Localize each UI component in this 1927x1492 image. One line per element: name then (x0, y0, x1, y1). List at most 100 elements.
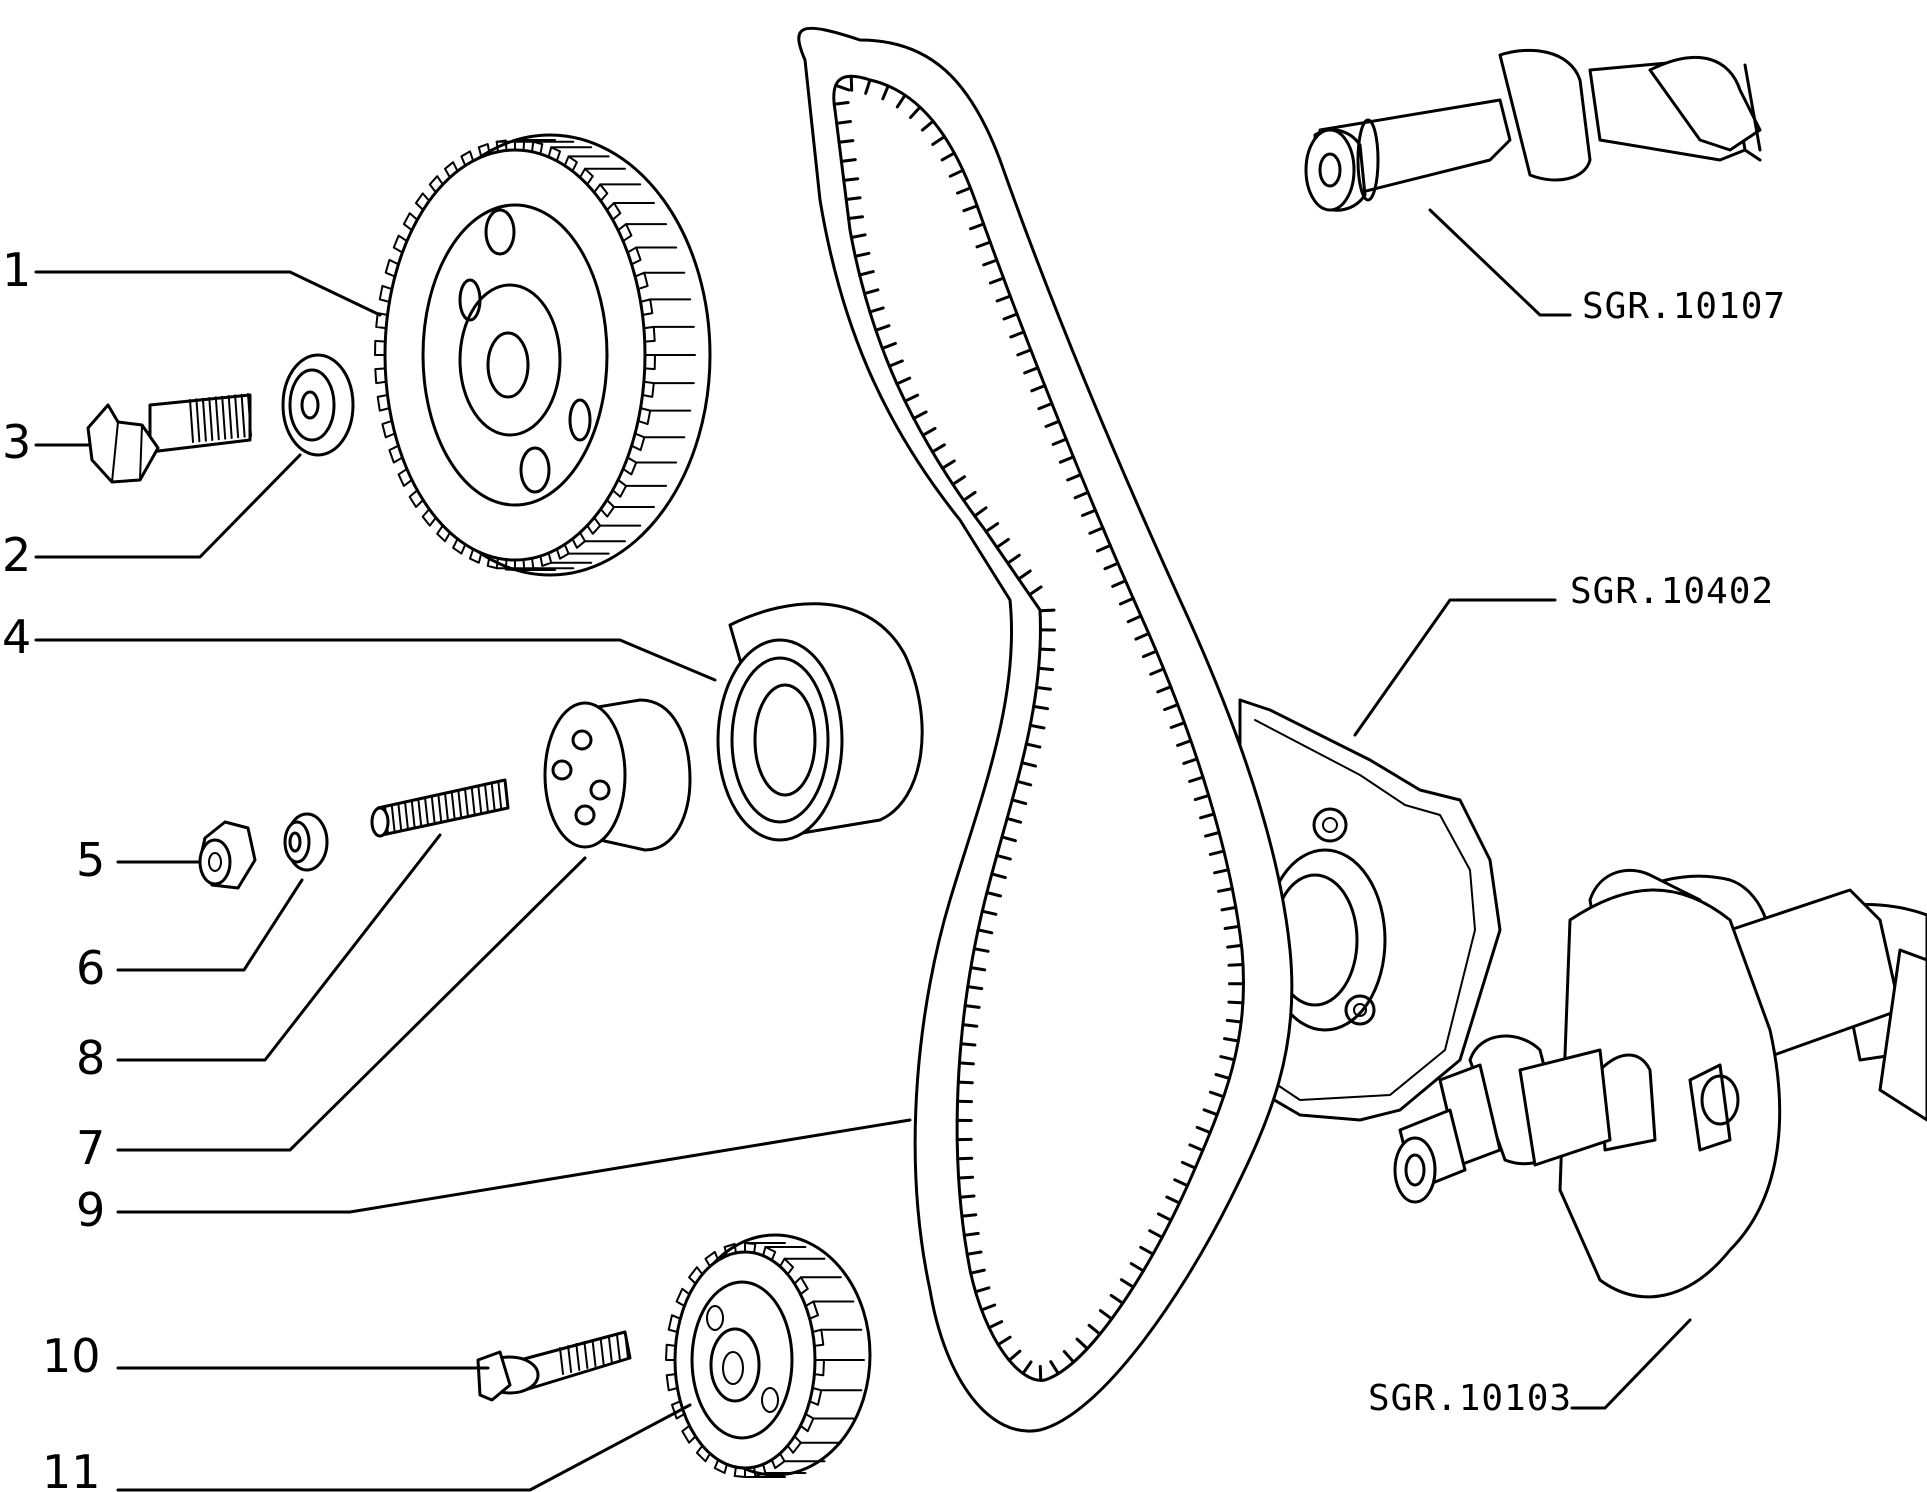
leader-6 (116, 878, 304, 972)
belt-tooth (957, 1175, 975, 1180)
callout-4: 4 (2, 610, 31, 664)
belt-tooth (1118, 596, 1135, 606)
belt-tooth (868, 306, 885, 314)
thread-line (583, 1341, 589, 1369)
crankshaft (1393, 868, 1927, 1299)
belt-tooth (966, 985, 984, 991)
thread-line (624, 1331, 629, 1359)
belt-tooth (1007, 1349, 1022, 1362)
belt-tooth (1195, 1125, 1212, 1135)
thread-line (490, 781, 496, 812)
belt-tooth (881, 84, 890, 101)
stud-washer (283, 812, 329, 872)
belt-tooth (973, 506, 988, 518)
belt-tooth (1049, 1360, 1060, 1376)
belt-tooth (1204, 831, 1221, 838)
belt-tooth (1006, 553, 1021, 565)
thread-line (430, 794, 436, 825)
thread-line (484, 783, 489, 814)
leader-sgr10107 (1428, 208, 1572, 317)
belt-tooth (1062, 1350, 1076, 1364)
thread-line (599, 1337, 605, 1365)
callout-1: 1 (2, 243, 31, 297)
camshaft-pulley (374, 133, 712, 577)
belt-tooth (1020, 761, 1037, 768)
belt-tooth (1208, 1090, 1226, 1099)
belt-tooth (903, 393, 920, 403)
thread-line (575, 1343, 581, 1371)
washer (281, 353, 355, 457)
belt-tooth (990, 872, 1007, 880)
thread-line (477, 784, 483, 815)
callout-11: 11 (42, 1445, 101, 1492)
belt-tooth (974, 1286, 991, 1294)
thread-line (615, 1333, 621, 1361)
belt-tooth (1015, 779, 1033, 787)
belt-tooth (853, 251, 871, 258)
belt-tooth (1023, 366, 1040, 375)
callout-8: 8 (76, 1031, 105, 1085)
belt-tooth (956, 186, 972, 195)
belt-tooth (1081, 508, 1097, 517)
belt-tooth (849, 74, 854, 92)
ref-crankshaft: SGR.10103 (1368, 1378, 1572, 1419)
belt-tooth (951, 475, 966, 486)
belt-tooth (1119, 1278, 1135, 1289)
callout-9: 9 (76, 1183, 105, 1237)
belt-tooth (1134, 632, 1151, 641)
belt-tooth (961, 1023, 979, 1028)
thread-line (437, 793, 443, 824)
belt-tooth (1096, 544, 1112, 553)
callout-6: 6 (76, 941, 105, 995)
belt-tooth (1021, 1360, 1033, 1375)
belt-tooth (1032, 704, 1049, 711)
belt-tooth (1208, 849, 1226, 856)
belt-tooth (1035, 685, 1052, 691)
tensioner-bushing (543, 698, 692, 852)
thread-line (504, 779, 509, 809)
thread-line (404, 800, 409, 831)
belt-tooth (969, 222, 986, 231)
belt-tooth (948, 168, 965, 178)
belt-tooth (1103, 561, 1120, 571)
belt-tooth (995, 853, 1012, 861)
leader-4 (34, 638, 717, 682)
tensioner-roller (716, 602, 924, 842)
belt-tooth (1016, 348, 1033, 357)
belt-tooth (958, 1194, 976, 1199)
gear-teeth (374, 139, 656, 571)
leader-2 (34, 453, 302, 559)
thread-line (208, 397, 214, 441)
timing-belt (797, 26, 1294, 1433)
belt-tooth (837, 139, 855, 144)
belt-tooth (1182, 757, 1199, 765)
belt-tooth (975, 240, 992, 249)
belt-tooth (1030, 384, 1047, 393)
callout-5: 5 (76, 833, 105, 887)
belt-tooth (1098, 1309, 1114, 1321)
belt-tooth (920, 119, 935, 132)
thread-line (390, 803, 396, 834)
belt-tooth (980, 909, 998, 916)
belt-tooth (1139, 1245, 1155, 1256)
belt-tooth (1002, 312, 1019, 321)
belt-tooth (987, 1320, 1004, 1330)
belt-tooth (863, 288, 880, 296)
belt-tooth (984, 522, 1000, 533)
belt-tooth (1173, 1178, 1189, 1188)
belt-tooth (1126, 614, 1143, 624)
thread-line (444, 792, 449, 822)
belt-tooth (1028, 585, 1043, 597)
belt-tooth (931, 135, 946, 146)
belt-tooth (1051, 437, 1068, 446)
belt-tooth (1165, 1195, 1181, 1205)
crankshaft-bolt (476, 1330, 632, 1402)
belt-tooth (1024, 742, 1042, 749)
belt-tooth (940, 151, 956, 162)
belt-tooth (839, 158, 857, 163)
belt-tooth (1148, 1229, 1164, 1239)
belt-tooth (1010, 798, 1028, 806)
belt-tooth (832, 101, 850, 106)
ref-oil-pump: SGR.10402 (1570, 571, 1774, 612)
